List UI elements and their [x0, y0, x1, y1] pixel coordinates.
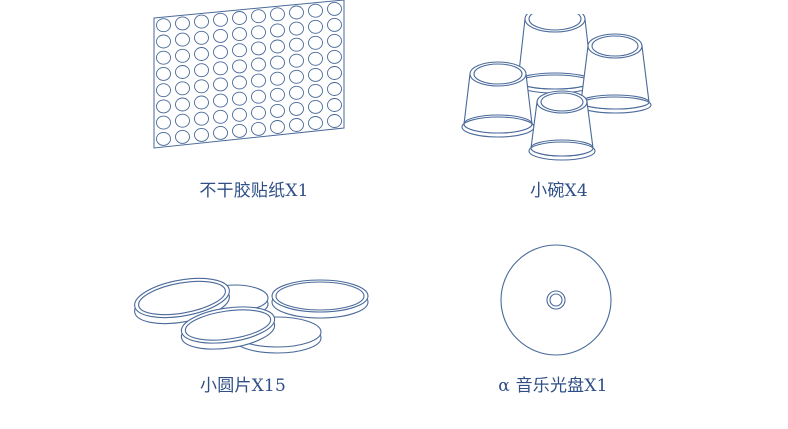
sticker-dot: [289, 37, 304, 52]
sticker-dot: [213, 77, 228, 92]
sticker-dot: [308, 83, 323, 98]
sticker-dot: [194, 30, 209, 45]
sticker-dot: [308, 3, 323, 18]
sticker-dot: [194, 14, 209, 29]
sticker-dot: [156, 34, 171, 49]
item-label-cd: α 音乐光盘X1: [498, 376, 608, 396]
bowl-left: [461, 61, 535, 138]
sticker-dot: [175, 48, 190, 63]
sticker-dot: [327, 114, 342, 128]
bowl-front: [528, 90, 596, 161]
sticker-dot: [175, 81, 190, 96]
sticker-dot: [156, 83, 171, 98]
sticker-dot: [251, 73, 266, 88]
sticker-dot: [270, 103, 285, 118]
sticker-dot: [156, 99, 171, 114]
item-label-bowls: 小碗X4: [530, 181, 588, 201]
sticker-dot: [213, 61, 228, 76]
sticker-dot: [156, 18, 171, 33]
sticker-dot: [175, 65, 190, 79]
sticker-dot: [232, 123, 247, 138]
sticker-dot: [213, 45, 228, 60]
sticker-dot: [232, 11, 247, 25]
sticker-dot: [270, 23, 285, 38]
sticker-dot: [308, 116, 323, 130]
sticker-dot: [213, 125, 228, 140]
sticker-dot: [289, 118, 304, 132]
sticker-dot: [232, 107, 247, 122]
sticker-dot: [251, 41, 266, 56]
sticker-dot: [213, 28, 228, 43]
sticker-dot: [289, 69, 304, 84]
sticker-dot: [289, 53, 304, 68]
cd-icon: [499, 243, 613, 357]
sticker-dot: [213, 93, 228, 108]
sticker-dot: [251, 9, 266, 24]
sticker-dot: [156, 50, 171, 65]
sticker-dot: [156, 66, 171, 81]
sticker-dot: [289, 5, 304, 20]
sticker-dot: [232, 27, 247, 42]
sticker-dot: [251, 25, 266, 40]
sticker-dot: [232, 59, 247, 74]
sticker-sheet-icon: [150, 0, 350, 155]
sticker-dot: [194, 47, 209, 61]
sticker-dot: [308, 99, 323, 114]
sticker-dot: [327, 82, 342, 96]
sticker-dot: [327, 1, 342, 16]
sticker-sheet-outline: [153, 0, 345, 149]
sticker-dot: [270, 55, 285, 70]
sticker-dot: [194, 127, 209, 142]
sticker-dot: [175, 97, 190, 112]
sticker-dot: [270, 71, 285, 86]
item-label-discs: 小圆片X15: [200, 376, 286, 396]
sticker-dot: [194, 79, 209, 94]
sticker-dot: [175, 32, 190, 47]
sticker-dot: [270, 39, 285, 54]
sticker-dot: [194, 95, 209, 110]
sticker-dot: [327, 66, 342, 80]
sticker-dot: [308, 19, 323, 34]
sticker-dot: [327, 49, 342, 64]
sticker-dot: [289, 21, 304, 36]
sticker-dot: [194, 111, 209, 126]
sticker-dot: [232, 75, 247, 90]
sticker-dot: [156, 131, 171, 146]
sticker-dot: [308, 67, 323, 82]
sticker-dot: [232, 91, 247, 106]
sticker-dot: [232, 43, 247, 58]
item-label-sticker: 不干胶贴纸X1: [199, 181, 309, 201]
sticker-dot: [251, 121, 266, 136]
disc-e: [180, 306, 276, 350]
sticker-dot: [327, 33, 342, 48]
sticker-dot: [251, 105, 266, 120]
sticker-dot: [156, 115, 171, 130]
sticker-dot: [289, 85, 304, 100]
bowl-right: [578, 33, 652, 114]
sticker-dot: [270, 87, 285, 102]
sticker-dot: [270, 120, 285, 134]
disc-icon: [130, 270, 375, 360]
sticker-dot: [251, 89, 266, 104]
sticker-dot: [289, 101, 304, 116]
sticker-dot: [175, 113, 190, 128]
sticker-dot: [251, 57, 266, 72]
sticker-dot: [308, 35, 323, 50]
sticker-dot: [308, 51, 323, 66]
sticker-dot: [213, 12, 228, 27]
bowl-back: [515, 14, 595, 94]
sticker-dot: [327, 17, 342, 32]
sticker-dot: [175, 16, 190, 31]
sticker-dot: [175, 129, 190, 144]
bowl-icon: [460, 14, 655, 162]
sticker-dot: [194, 63, 209, 78]
sticker-dot: [270, 7, 285, 22]
sticker-dot: [213, 109, 228, 124]
disc-b: [271, 279, 369, 319]
sticker-dot: [327, 98, 342, 112]
